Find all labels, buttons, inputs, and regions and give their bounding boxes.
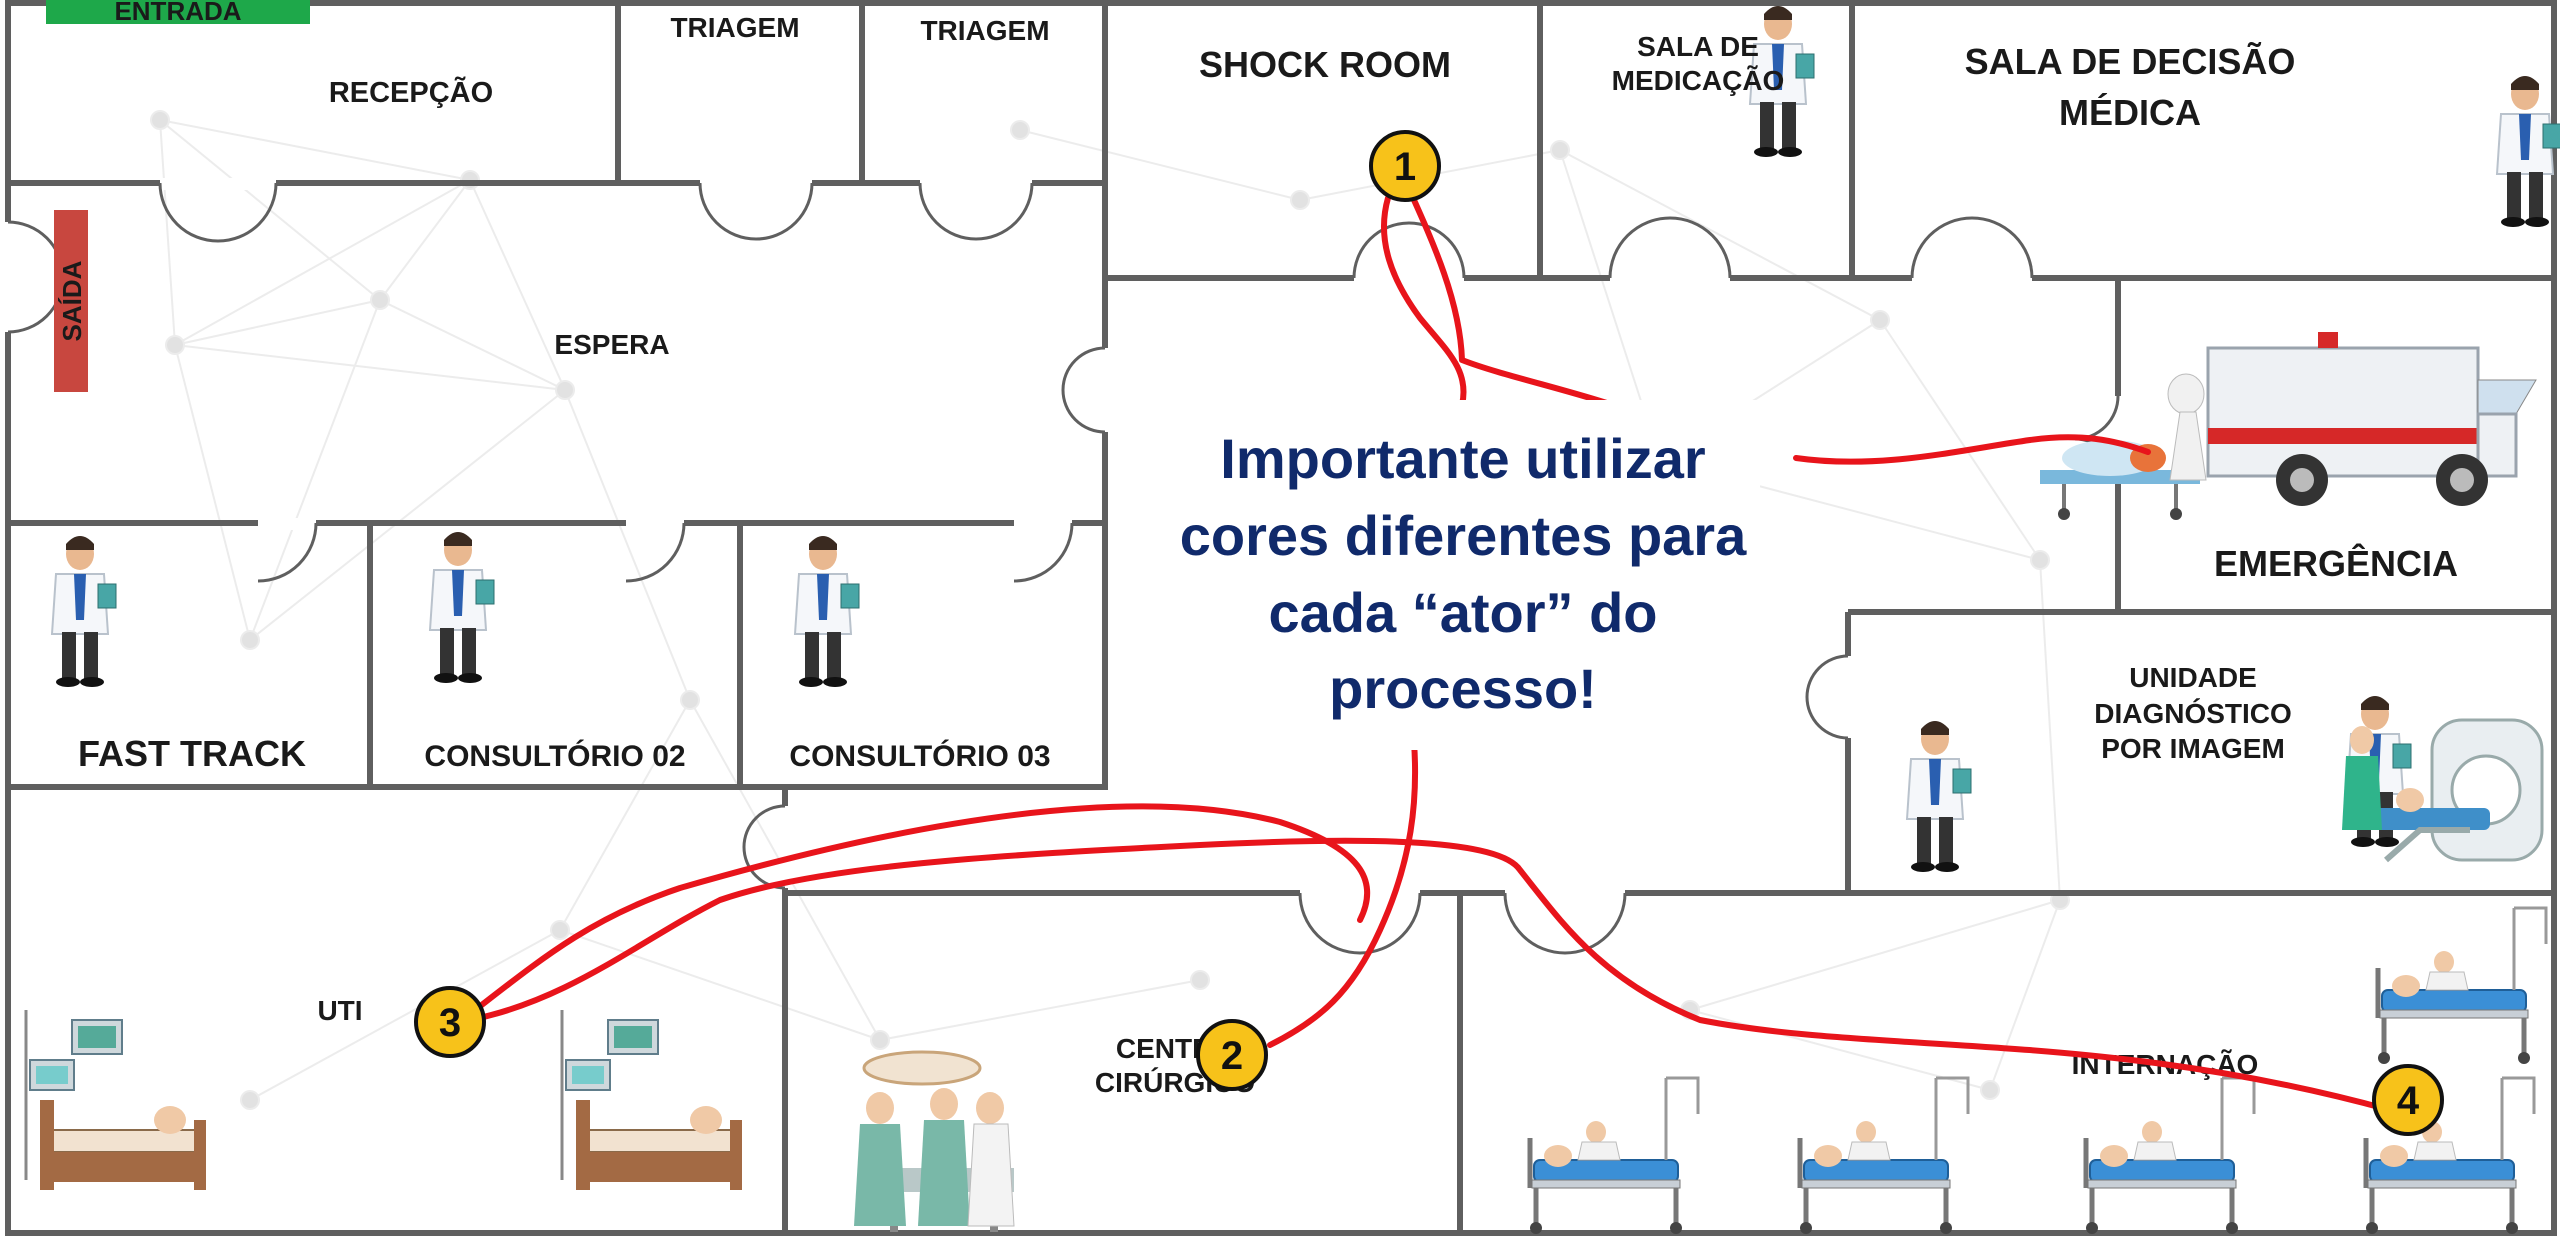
ambulance-icon <box>2206 332 2537 506</box>
background-network-node <box>370 290 390 310</box>
room-label-consultorio-02: CONSULTÓRIO 02 <box>424 739 685 773</box>
background-network-line <box>2039 559 2061 901</box>
room-label-fast-track: FAST TRACK <box>78 733 306 774</box>
nurse-icon <box>2496 75 2560 228</box>
background-network-node <box>870 1030 890 1050</box>
marker-2-label: 2 <box>1221 1034 1243 1078</box>
marker-1: 1 <box>1369 130 1441 202</box>
callout-line-4: processo! <box>1329 657 1597 720</box>
background-network-line <box>1989 899 2061 1091</box>
background-network-node <box>680 690 700 710</box>
saida-sign: SAÍDA <box>54 210 88 392</box>
background-network-node <box>1010 120 1030 140</box>
background-network-node <box>1190 970 1210 990</box>
callout-line-2: cores diferentes para <box>1180 504 1747 567</box>
doctor-icon <box>794 535 860 688</box>
doctor-icon <box>1906 720 1972 873</box>
background-network-line <box>174 179 471 346</box>
flow-path-1-down <box>1381 195 1467 408</box>
background-network-node <box>1290 190 1310 210</box>
room-label-sala-medicacao-2: MEDICAÇÃO <box>1612 65 1785 96</box>
room-label-imagem-2: DIAGNÓSTICO <box>2094 698 2292 729</box>
doors <box>3 178 2125 955</box>
background-network-line <box>159 119 176 346</box>
entrada-sign: ENTRADA <box>46 0 310 26</box>
background-network-line <box>1879 319 2041 561</box>
doctor-icon <box>429 531 495 684</box>
background-network-line <box>249 299 381 641</box>
marker-4: 4 <box>2372 1064 2444 1136</box>
room-label-shock-room: SHOCK ROOM <box>1199 44 1451 85</box>
background-network-line <box>174 344 566 391</box>
background-network-line <box>469 179 566 391</box>
hospital-bed-icon <box>1530 1078 1698 1234</box>
background-network-line <box>1559 149 1881 321</box>
doctor-icon <box>51 535 117 688</box>
room-label-sala-medicacao-1: SALA DE <box>1637 31 1759 62</box>
background-network-node <box>150 110 170 130</box>
background-network <box>150 110 2070 1110</box>
icu-bed-icon <box>24 1008 208 1192</box>
background-network-node <box>2030 550 2050 570</box>
callout-line-3: cada “ator” do <box>1269 581 1658 644</box>
room-label-imagem-3: POR IMAGEM <box>2101 733 2285 764</box>
background-network-line <box>379 179 471 301</box>
room-label-triagem-2: TRIAGEM <box>920 15 1049 46</box>
entrada-label: ENTRADA <box>114 0 241 26</box>
mri-scanner-icon <box>2342 718 2544 863</box>
hospital-bed-icon <box>2378 908 2546 1064</box>
room-label-uti: UTI <box>317 995 362 1026</box>
background-network-node <box>240 630 260 650</box>
room-label-imagem-1: UNIDADE <box>2129 662 2257 693</box>
background-network-line <box>564 389 691 701</box>
background-network-node <box>1870 310 1890 330</box>
background-network-line <box>174 344 251 641</box>
hospital-bed-icon <box>1800 1078 1968 1234</box>
marker-2: 2 <box>1196 1019 1268 1091</box>
background-network-node <box>550 920 570 940</box>
background-network-node <box>165 335 185 355</box>
flow-path-1-loop <box>1402 177 1625 411</box>
background-network-line <box>559 929 881 1041</box>
room-label-consultorio-03: CONSULTÓRIO 03 <box>789 739 1050 773</box>
marker-1-label: 1 <box>1394 145 1416 189</box>
icu-bed-icon <box>560 1008 744 1192</box>
room-label-decisao-2: MÉDICA <box>2059 92 2201 133</box>
saida-label: SAÍDA <box>57 260 87 341</box>
flow-path-3a <box>467 803 1371 1017</box>
background-network-node <box>1980 1080 2000 1100</box>
background-network-line <box>1019 129 1301 201</box>
marker-3: 3 <box>414 986 486 1058</box>
background-network-node <box>1550 140 1570 160</box>
room-label-recepcao: RECEPÇÃO <box>329 75 493 109</box>
flow-path-2 <box>1267 739 1419 1048</box>
flow-path-emergencia <box>1793 434 2151 465</box>
hospital-bed-icon <box>2086 1078 2254 1234</box>
background-network-line <box>1689 899 2061 1011</box>
marker-4-label: 4 <box>2397 1079 2420 1123</box>
room-label-decisao-1: SALA DE DECISÃO <box>1965 40 2296 82</box>
callout-line-1: Importante utilizar <box>1220 427 1705 490</box>
room-label-triagem-1: TRIAGEM <box>670 12 799 43</box>
patient-flow-paths <box>467 177 2393 1113</box>
background-network-node <box>240 1090 260 1110</box>
callout: Importante utilizar cores diferentes par… <box>1170 400 1760 750</box>
background-network-line <box>174 299 381 346</box>
background-network-line <box>559 699 691 931</box>
room-label-espera: ESPERA <box>554 329 669 360</box>
marker-3-label: 3 <box>439 1001 461 1045</box>
background-network-line <box>879 979 1201 1041</box>
background-network-line <box>249 929 561 1101</box>
room-label-emergencia: EMERGÊNCIA <box>2214 542 2458 584</box>
surgery-team-icon <box>854 1050 1015 1232</box>
background-network-line <box>249 389 566 641</box>
background-network-line <box>379 299 566 391</box>
background-network-line <box>159 119 471 181</box>
background-network-node <box>555 380 575 400</box>
flow-path-3b <box>467 837 2393 1113</box>
